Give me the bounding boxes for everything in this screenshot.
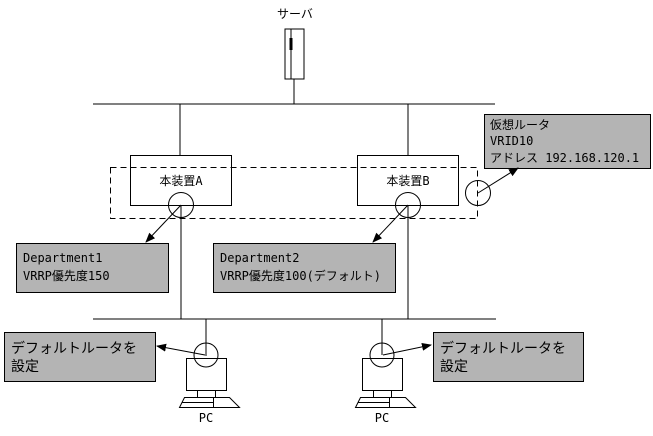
pc-2-note-line-1: デフォルトルータを [440, 340, 566, 357]
pc-1-arrow [156, 343, 206, 356]
pc-1-note-line-2: 設定 [11, 359, 39, 375]
router-a: 本装置A [130, 155, 232, 218]
server-icon [284, 28, 305, 80]
virtual-router-note-box [484, 114, 651, 169]
router-a-arrow [145, 204, 182, 243]
router-b-note-line-1: Department2 [220, 251, 299, 265]
pc-1: PC [178, 319, 241, 425]
pc-1-keyboard-icon [178, 397, 241, 408]
virtual-router-arrow [477, 167, 519, 194]
pc-2-note: デフォルトルータを 設定 [433, 332, 584, 382]
router-b-arrow [372, 204, 409, 243]
virtual-router-interface-icon [465, 180, 491, 206]
pc-2-label: PC [375, 411, 389, 425]
pc-1-label: PC [199, 411, 213, 425]
pc-2-note-line-2: 設定 [440, 359, 468, 375]
pc-2-arrow [382, 342, 432, 356]
virtual-router-note-line-3: アドレス 192.168.120.1 [490, 151, 639, 165]
pc-2-keyboard-icon [354, 397, 417, 408]
router-a-label: 本装置A [159, 174, 203, 188]
virtual-router-note: 仮想ルータ VRID10 アドレス 192.168.120.1 [484, 114, 651, 169]
router-a-note-box [16, 243, 169, 293]
router-a-note-line-1: Department1 [23, 251, 102, 265]
pc-2-interface-icon [369, 342, 395, 368]
router-b-note-line-2: VRRP優先度100(デフォルト) [220, 268, 381, 283]
pc-2: PC [354, 319, 417, 425]
virtual-router-note-line-2: VRID10 [490, 134, 533, 148]
pc-1-interface-icon [193, 342, 219, 368]
virtual-router-group [110, 167, 478, 219]
router-b-label: 本装置B [386, 174, 429, 188]
pc-2-note-box [433, 332, 584, 382]
router-b-note-box [213, 243, 396, 293]
router-b-note: Department2 VRRP優先度100(デフォルト) [213, 243, 396, 293]
router-a-note-line-2: VRRP優先度150 [23, 268, 110, 283]
server-label: サーバ [277, 7, 313, 21]
server: サーバ [277, 7, 313, 104]
router-a-note: Department1 VRRP優先度150 [16, 243, 169, 293]
pc-1-note-line-1: デフォルトルータを [11, 340, 137, 357]
pc-1-note-box [4, 332, 156, 382]
pc-2-monitor-icon [362, 358, 403, 391]
virtual-router-note-line-1: 仮想ルータ [490, 117, 550, 132]
pc-1-monitor-icon [186, 358, 227, 391]
pc-1-note: デフォルトルータを 設定 [4, 332, 156, 382]
